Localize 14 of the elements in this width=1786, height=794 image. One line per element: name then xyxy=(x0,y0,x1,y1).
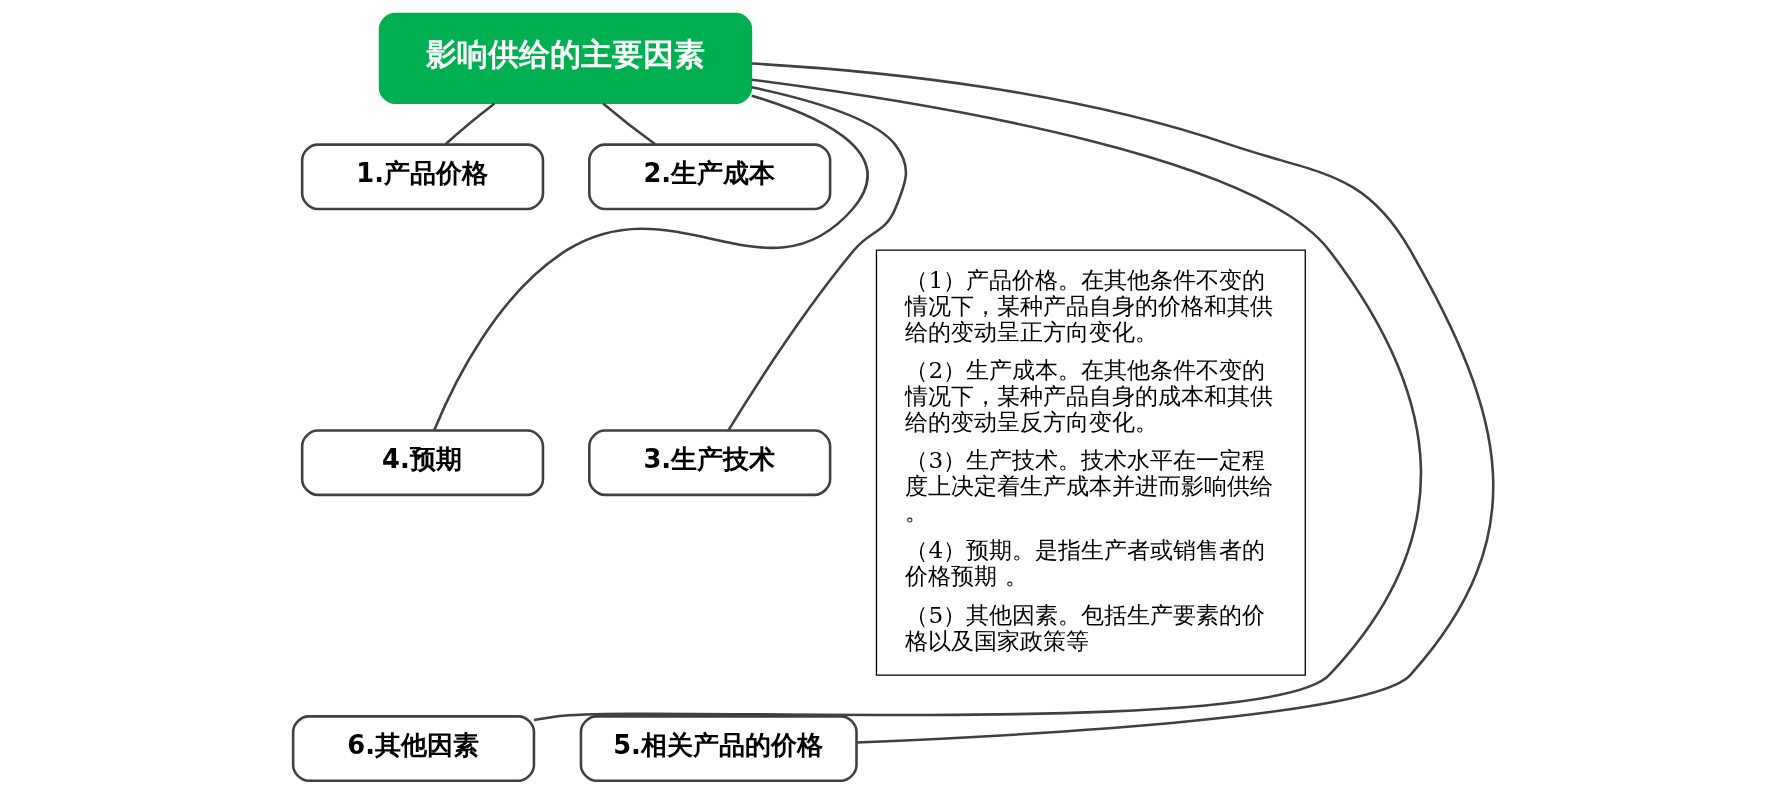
node-box: 5.相关产品的价格 xyxy=(579,715,858,782)
connector xyxy=(533,78,1422,722)
connector xyxy=(444,102,495,146)
connector xyxy=(432,94,868,431)
node-box: 4.预期 xyxy=(300,429,544,497)
connector xyxy=(726,86,907,432)
node-box: 2.生产成本 xyxy=(587,143,831,211)
node-box: 影响供给的主要因素 xyxy=(378,12,752,105)
node-box: （1）产品价格。在其他条件不变的情况下，某种产品自身的价格和其供给的变动呈正方向变化。 （2）生产成本。在其他条件不变的情况下，某种产品自身的成本和其供给的变动呈反方向变化。 （3）生产技术。技术水平在一定程度上决定着生产成本并进而影响供给。 （4）预期。是指生产者或销售者的价格预期 。 （5）其他因素。包括生产要素的价格以及国家政策等 xyxy=(875,249,1306,676)
node-box: 1.产品价格 xyxy=(300,143,544,211)
node-box: 6.其他因素 xyxy=(291,715,535,782)
node-box: 3.生产技术 xyxy=(587,429,831,497)
connector xyxy=(751,62,1494,744)
connector xyxy=(601,102,656,146)
